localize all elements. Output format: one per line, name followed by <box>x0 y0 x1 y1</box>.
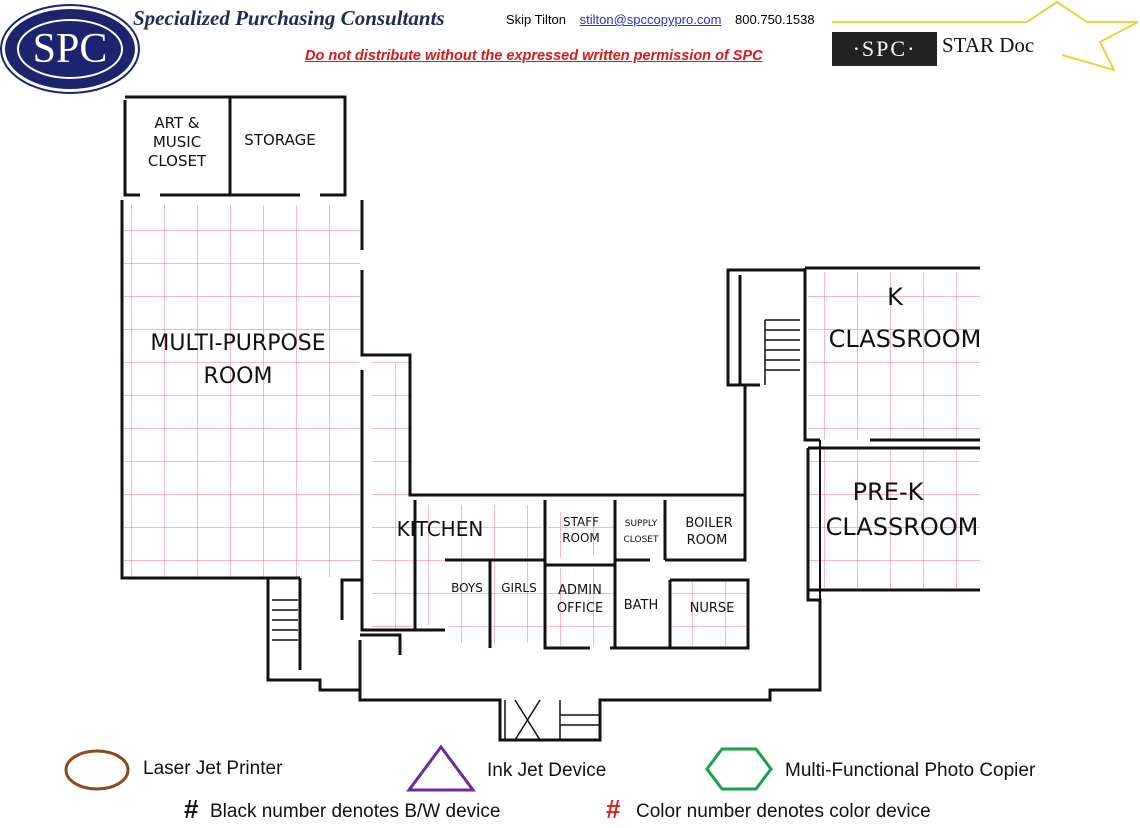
room-label-admin-office: OFFICE <box>557 601 603 616</box>
room-label-k-classroom: K <box>887 283 904 311</box>
room-label-pre-k-classroom: CLASSROOM <box>826 513 979 541</box>
grid-areas <box>124 205 980 646</box>
spc-logo: SPC <box>2 6 138 92</box>
room-label-art-music: CLOSET <box>148 152 207 170</box>
stairs <box>272 319 800 741</box>
inkjet-triangle-icon <box>406 744 476 792</box>
room-label-k-classroom: CLASSROOM <box>829 325 982 353</box>
room-label-storage: STORAGE <box>244 131 315 149</box>
room-labels: ART & MUSIC CLOSET STORAGE MULTI-PURPOSE… <box>148 114 982 616</box>
bw-hash-icon: # <box>184 794 199 824</box>
room-label-multi-purpose: MULTI-PURPOSE <box>150 331 325 356</box>
legend-bw: Black number denotes B/W device <box>210 801 501 822</box>
room-label-bath: BATH <box>624 598 659 613</box>
room-label-supply-closet: CLOSET <box>624 535 659 545</box>
room-label-kitchen: KITCHEN <box>397 517 484 541</box>
room-label-art-music: MUSIC <box>153 133 201 151</box>
company-name: Specialized Purchasing Consultants <box>133 6 445 30</box>
contact-phone: 800.750.1538 <box>735 12 815 27</box>
floor-plan: ART & MUSIC CLOSET STORAGE MULTI-PURPOSE… <box>120 95 982 742</box>
room-label-staff-room: ROOM <box>562 531 600 545</box>
room-label-nurse: NURSE <box>690 601 735 616</box>
room-label-multi-purpose: ROOM <box>204 364 273 389</box>
legend-color: Color number denotes color device <box>636 801 931 822</box>
contact-name: Skip Tilton <box>506 12 566 27</box>
star-doc-logo-text: STAR Doc <box>942 33 1035 57</box>
room-label-boiler-room: BOILER <box>685 516 732 531</box>
room-label-pre-k-classroom: PRE-K <box>853 478 925 506</box>
legend-inkjet: Ink Jet Device <box>487 760 607 781</box>
room-label-girls: GIRLS <box>501 581 536 595</box>
room-label-staff-room: STAFF <box>563 515 599 529</box>
logo-text: SPC <box>16 19 124 79</box>
walls <box>120 95 980 742</box>
legend-laser: Laser Jet Printer <box>143 758 283 779</box>
room-label-supply-closet: SUPPLY <box>625 519 658 529</box>
star-doc-logo-box: ·SPC· <box>832 32 937 66</box>
contact-email-link[interactable]: stilton@spccopypro.com <box>579 12 722 27</box>
laser-printer-oval-icon <box>64 749 130 791</box>
distribution-warning: Do not distribute without the expressed … <box>305 48 763 64</box>
star-outline-icon <box>832 0 1139 72</box>
room-label-boiler-room: ROOM <box>687 533 728 548</box>
room-label-art-music: ART & <box>154 114 200 132</box>
room-label-boys: BOYS <box>451 581 483 595</box>
mfp-hexagon-icon <box>705 747 773 791</box>
room-label-admin-office: ADMIN <box>558 583 602 598</box>
legend-mfp: Multi-Functional Photo Copier <box>785 760 1036 781</box>
contact-info: Skip Tilton stilton@spccopypro.com 800.7… <box>506 12 815 27</box>
color-hash-icon: # <box>606 794 621 824</box>
